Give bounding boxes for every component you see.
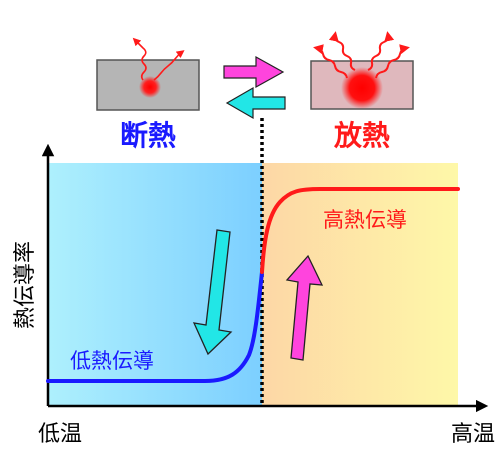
wavy-emission-arrow-icon [153,50,185,81]
wavy-emission-arrow-icon [367,31,395,71]
low-conductivity-label: 低熱伝導 [70,349,154,373]
small-heat-source-icon [139,76,161,98]
wavy-emission-arrow-icon [132,37,147,81]
switch-right-arrow-icon [223,55,285,89]
heat-release-label: 放熱 [333,119,390,152]
switch-left-arrow-icon [225,86,286,120]
high-conductivity-label: 高熱伝導 [323,208,407,232]
insulating-label: 断熱 [120,119,176,152]
high-conductivity-curve [260,187,460,274]
insulating-state-block [96,37,200,111]
low-conductivity-curve [46,270,264,383]
wavy-emission-arrow-icon [313,44,348,79]
high-temp-region [262,163,458,406]
cooling-down-arrow-icon [192,229,233,356]
large-heat-source-icon [341,67,383,109]
low-temp-region [48,163,262,406]
x-axis-high-label: 高温 [451,422,495,447]
heating-up-arrow-icon [285,254,324,361]
y-axis-label: 熱伝導率 [13,241,38,329]
wavy-emission-arrow-icon [375,44,410,79]
wavy-emission-arrow-icon [328,31,356,71]
heat-release-state-block [310,31,414,110]
x-axis-low-label: 低温 [38,422,82,447]
